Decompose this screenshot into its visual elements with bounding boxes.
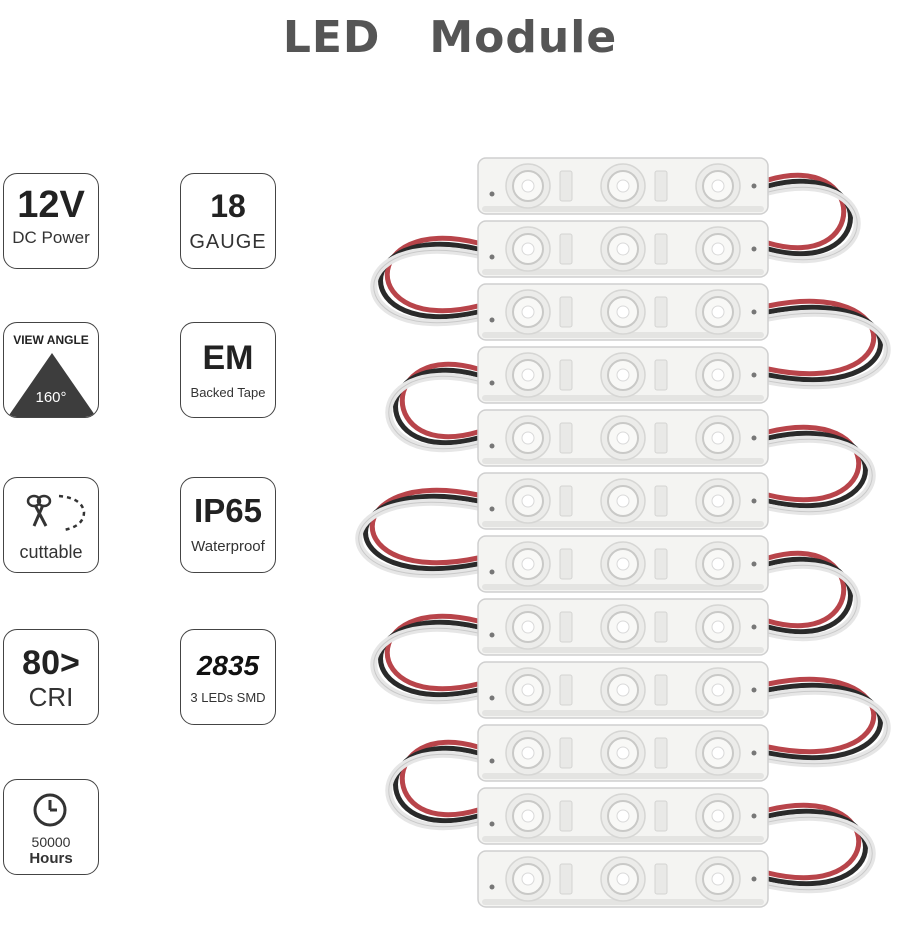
led-lens bbox=[600, 730, 646, 776]
hours-badge: 50000 Hours bbox=[3, 779, 99, 875]
led-lens bbox=[600, 226, 646, 272]
led-module bbox=[477, 850, 769, 908]
led-module bbox=[477, 283, 769, 341]
led-lens bbox=[695, 541, 741, 587]
led-module bbox=[477, 157, 769, 215]
led-lens bbox=[505, 667, 551, 713]
led-module bbox=[477, 535, 769, 593]
cri-label: CRI bbox=[28, 682, 74, 712]
view-angle-icon bbox=[7, 353, 97, 417]
gauge-value: 18 bbox=[210, 188, 246, 224]
led-lens bbox=[505, 856, 551, 902]
voltage-badge: 12V DC Power bbox=[3, 173, 99, 269]
led-lens bbox=[695, 604, 741, 650]
led-lens bbox=[695, 352, 741, 398]
smd-value: 2835 bbox=[196, 650, 260, 681]
led-module bbox=[477, 346, 769, 404]
led-lens bbox=[600, 793, 646, 839]
gauge-badge: 18 GAUGE bbox=[180, 173, 276, 269]
tape-label: Backed Tape bbox=[190, 385, 266, 400]
led-lens bbox=[505, 226, 551, 272]
led-lens bbox=[600, 289, 646, 335]
view-angle-value: 160° bbox=[35, 389, 67, 406]
led-lens bbox=[695, 415, 741, 461]
led-lens bbox=[505, 730, 551, 776]
led-lens bbox=[505, 604, 551, 650]
led-lens bbox=[505, 352, 551, 398]
page-title: LED Module bbox=[282, 12, 618, 63]
voltage-label: DC Power bbox=[12, 228, 90, 247]
led-lens bbox=[695, 730, 741, 776]
led-lens bbox=[695, 793, 741, 839]
led-lens bbox=[600, 352, 646, 398]
cuttable-badge: cuttable bbox=[3, 477, 99, 573]
gauge-label: GAUGE bbox=[189, 231, 267, 253]
voltage-value: 12V bbox=[17, 184, 85, 226]
led-module bbox=[477, 409, 769, 467]
hours-label: Hours bbox=[29, 850, 73, 867]
led-module bbox=[477, 787, 769, 845]
led-lens bbox=[505, 163, 551, 209]
wire-loops bbox=[355, 172, 891, 894]
smd-badge: 2835 3 LEDs SMD bbox=[180, 629, 276, 725]
view-angle-label: VIEW ANGLE bbox=[13, 333, 89, 347]
led-lens bbox=[505, 541, 551, 587]
led-lens bbox=[505, 793, 551, 839]
led-lens bbox=[695, 478, 741, 524]
led-lens bbox=[695, 667, 741, 713]
led-lens bbox=[600, 163, 646, 209]
led-lens bbox=[695, 289, 741, 335]
led-lens bbox=[600, 604, 646, 650]
led-lens bbox=[695, 163, 741, 209]
led-lens bbox=[695, 856, 741, 902]
led-module bbox=[477, 661, 769, 719]
ip-rating-value: IP65 bbox=[194, 492, 262, 529]
led-lens bbox=[505, 415, 551, 461]
tape-value: EM bbox=[202, 339, 254, 377]
smd-label: 3 LEDs SMD bbox=[190, 690, 266, 705]
led-lens bbox=[600, 856, 646, 902]
led-modules-illustration bbox=[355, 157, 891, 908]
led-module bbox=[477, 220, 769, 278]
cri-badge: 80> CRI bbox=[3, 629, 99, 725]
led-module-strip-image bbox=[300, 140, 920, 920]
view-angle-badge: VIEW ANGLE 160° bbox=[3, 322, 99, 418]
ip-rating-badge: IP65 Waterproof bbox=[180, 477, 276, 573]
cuttable-label: cuttable bbox=[19, 542, 83, 562]
led-lens bbox=[505, 478, 551, 524]
led-lens bbox=[600, 667, 646, 713]
led-lens bbox=[600, 415, 646, 461]
cri-value: 80> bbox=[22, 644, 80, 682]
led-module bbox=[477, 724, 769, 782]
hours-value: 50000 bbox=[31, 834, 71, 850]
led-lens bbox=[695, 226, 741, 272]
led-module bbox=[477, 598, 769, 656]
ip-rating-label: Waterproof bbox=[191, 538, 265, 555]
led-module bbox=[477, 472, 769, 530]
scissors-icon bbox=[26, 494, 86, 532]
led-lens bbox=[505, 289, 551, 335]
tape-badge: EM Backed Tape bbox=[180, 322, 276, 418]
led-lens bbox=[600, 478, 646, 524]
led-lens bbox=[600, 541, 646, 587]
clock-icon bbox=[33, 793, 67, 827]
